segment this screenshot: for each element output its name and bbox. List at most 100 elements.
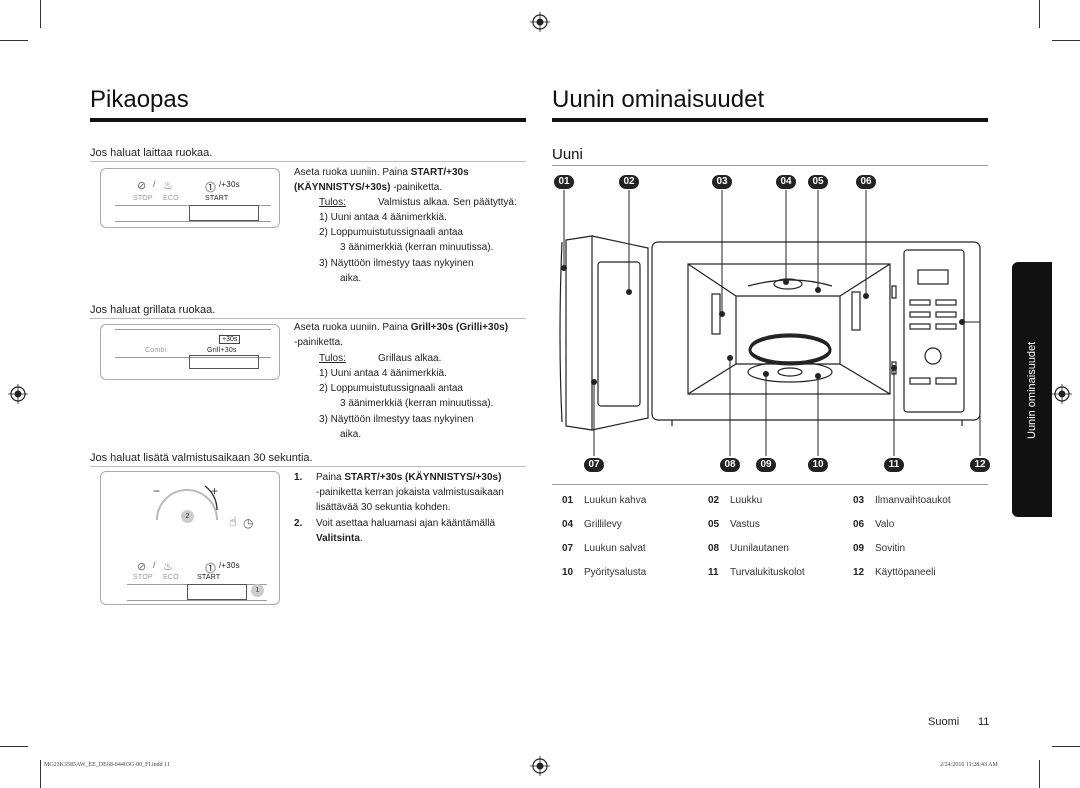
callout-badge: 07 — [584, 458, 604, 472]
crop-mark — [0, 746, 28, 747]
start-button-outline — [187, 584, 247, 600]
section-rule — [90, 318, 526, 319]
slash-icon: / — [153, 179, 156, 189]
crop-mark — [40, 760, 41, 788]
plus-icon: + — [211, 484, 219, 498]
stop-icon: ⊘ — [137, 180, 147, 192]
stop-icon: ⊘ — [137, 561, 147, 573]
combi-label: Combi — [145, 347, 167, 354]
footer-file: MG23K3585AW_EE_DE68-04403G-00_FI.indd 11 — [44, 762, 170, 768]
cook-step: 1) Uuni antaa 4 äänimerkkiä. — [319, 212, 447, 223]
grill-result-text: Grillaus alkaa. — [378, 353, 442, 364]
plus30-label: /+30s — [219, 180, 240, 189]
grill-step: 2) Loppumuistutussignaali antaa — [319, 383, 463, 394]
control-panel-illustration: ⊘ / ♨ ⓵ /+30s STOP ECO START — [100, 168, 280, 228]
grill-step: 3 äänimerkkiä (kerran minuutissa). — [340, 398, 494, 409]
registration-mark — [8, 384, 28, 404]
start-icon: ⓵ — [205, 563, 216, 575]
grill-step: aika. — [340, 429, 362, 440]
callout-badge: 08 — [720, 458, 740, 472]
eco-label: ECO — [163, 574, 179, 581]
microwave-oven-diagram — [559, 190, 981, 456]
registration-mark — [1052, 384, 1072, 404]
callout-badge: 04 — [776, 175, 796, 189]
crop-mark — [0, 40, 28, 41]
page-number: 11 — [978, 716, 990, 728]
chapter-tab-label: Uunin ominaisuudet — [1026, 341, 1038, 439]
crop-mark — [40, 0, 41, 28]
stop-label: STOP — [133, 195, 153, 202]
clock-icon: ◷ — [243, 516, 254, 530]
grill-heading: Jos haluat grillata ruokaa. — [90, 304, 216, 316]
add-time-step1: Paina START/+30s (KÄYNNISTYS/+30s) -pain… — [316, 472, 504, 513]
eco-label: ECO — [163, 195, 179, 202]
grill-step: 1) Uuni antaa 4 äänimerkkiä. — [319, 368, 447, 379]
callout-badge: 09 — [756, 458, 776, 472]
add-time-step2-num: 2. — [294, 518, 303, 529]
registration-mark — [530, 12, 550, 32]
subtitle-rule — [552, 165, 988, 166]
grill-step: 3) Näyttöön ilmestyy taas nykyinen — [319, 414, 474, 425]
plus30-label: /+30s — [219, 561, 240, 570]
legend-rule — [552, 484, 988, 485]
minus-icon: − — [153, 484, 161, 498]
title-rule — [552, 118, 988, 122]
slash-icon: / — [153, 560, 156, 570]
footer-timestamp: 2/24/2016 11:28:43 AM — [940, 762, 998, 768]
grill-button-outline — [189, 355, 259, 369]
start-icon: ⓵ — [205, 182, 216, 194]
panel-line — [127, 600, 267, 601]
start-label: START — [197, 574, 221, 581]
cook-instruction: Aseta ruoka uuniin. Paina START/+30s (KÄ… — [294, 167, 469, 193]
section-rule — [90, 466, 526, 467]
callout-badge: 03 — [712, 175, 732, 189]
eco-icon: ♨ — [163, 561, 173, 573]
cook-step: aika. — [340, 273, 362, 284]
grill-panel-illustration: +30s Combi Grill+30s — [100, 324, 280, 380]
callout-1: 1 — [251, 584, 264, 597]
panel-line — [115, 357, 271, 358]
callout-badge: 02 — [619, 175, 639, 189]
grill-icon: +30s — [219, 335, 241, 344]
dial-icon — [156, 485, 218, 521]
title-rule — [90, 118, 526, 122]
callout-badge: 11 — [884, 458, 904, 472]
callout-badge: 05 — [808, 175, 828, 189]
crop-mark — [1039, 760, 1040, 788]
add-time-heading: Jos haluat lisätä valmistusaikaan 30 sek… — [90, 452, 313, 464]
cook-step: 2) Loppumuistutussignaali antaa — [319, 227, 463, 238]
page-title-left: Pikaopas — [90, 86, 189, 113]
crop-mark — [1039, 0, 1040, 28]
grill-label: Grill+30s — [207, 347, 237, 354]
section-rule — [90, 161, 526, 162]
cook-step: 3 äänimerkkiä (kerran minuutissa). — [340, 242, 494, 253]
callout-badge: 12 — [970, 458, 990, 472]
cook-result-label: Tulos: — [319, 197, 346, 208]
cook-step: 3) Näyttöön ilmestyy taas nykyinen — [319, 258, 474, 269]
callout-badge: 10 — [808, 458, 828, 472]
crop-mark — [1052, 40, 1080, 41]
stop-label: STOP — [133, 574, 153, 581]
section-subtitle: Uuni — [552, 146, 583, 163]
callout-2: 2 — [181, 510, 194, 523]
callout-badge: 06 — [856, 175, 876, 189]
cook-result-text: Valmistus alkaa. Sen päätyttyä: — [378, 197, 517, 208]
dial-panel-illustration: − + 2 ☝ ◷ ⊘ / ♨ ⓵ /+30s STOP ECO START 1 — [100, 471, 280, 605]
callout-badge: 01 — [554, 175, 574, 189]
add-time-step1-num: 1. — [294, 472, 303, 483]
footer-language: Suomi — [928, 716, 960, 728]
add-time-step2: Voit asettaa haluamasi ajan kääntämällä … — [316, 518, 496, 544]
cook-heading: Jos haluat laittaa ruokaa. — [90, 147, 213, 159]
hand-icon: ☝ — [229, 514, 237, 529]
